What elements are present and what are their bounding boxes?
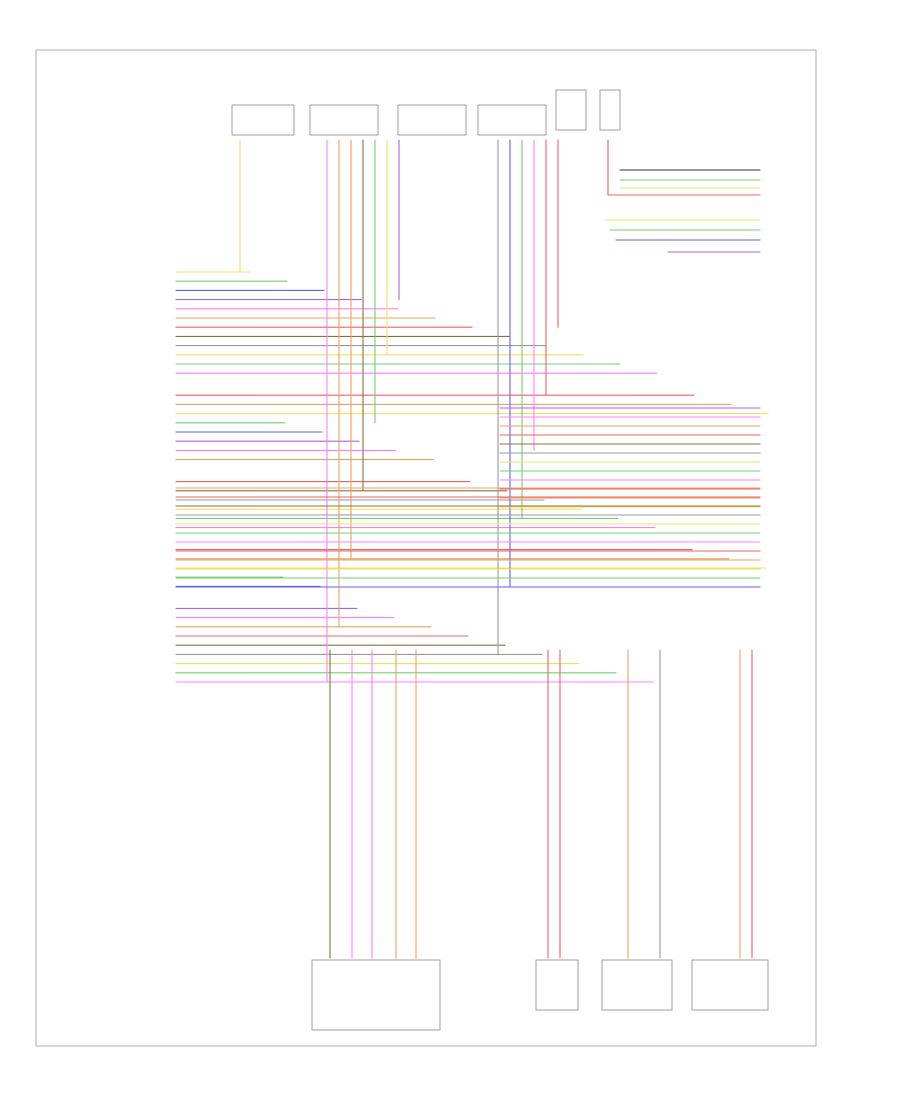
connector-heated-seat — [555, 89, 587, 131]
compressor — [535, 959, 579, 1011]
wire-tr-1 — [607, 139, 761, 196]
page-frame — [35, 49, 817, 1047]
connector-fuse — [599, 89, 621, 131]
bottom-components — [311, 959, 769, 1031]
wires-group — [175, 139, 769, 959]
connector-driver-seat-adj — [231, 104, 295, 136]
lumbar-right — [691, 959, 769, 1011]
valve-block — [311, 959, 441, 1031]
connector-seat-adj-3 — [397, 104, 467, 136]
connector-seat-adj-2 — [309, 104, 379, 136]
lumbar-left — [601, 959, 673, 1011]
top-connectors — [231, 89, 621, 136]
connector-seat-adj-4 — [477, 104, 547, 136]
